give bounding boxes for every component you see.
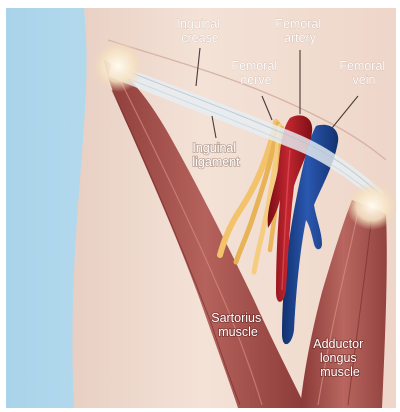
anterior-superior-iliac-spine bbox=[92, 40, 144, 92]
label-inguinal-crease: Inguinal crease bbox=[176, 17, 223, 45]
label-sartorius-muscle: Sartorius muscle bbox=[211, 311, 265, 339]
label-inguinal-ligament: Inguinal ligament bbox=[192, 141, 240, 169]
label-adductor-longus-muscle: Adductor longus muscle bbox=[313, 337, 367, 379]
pubic-tubercle bbox=[346, 182, 398, 230]
